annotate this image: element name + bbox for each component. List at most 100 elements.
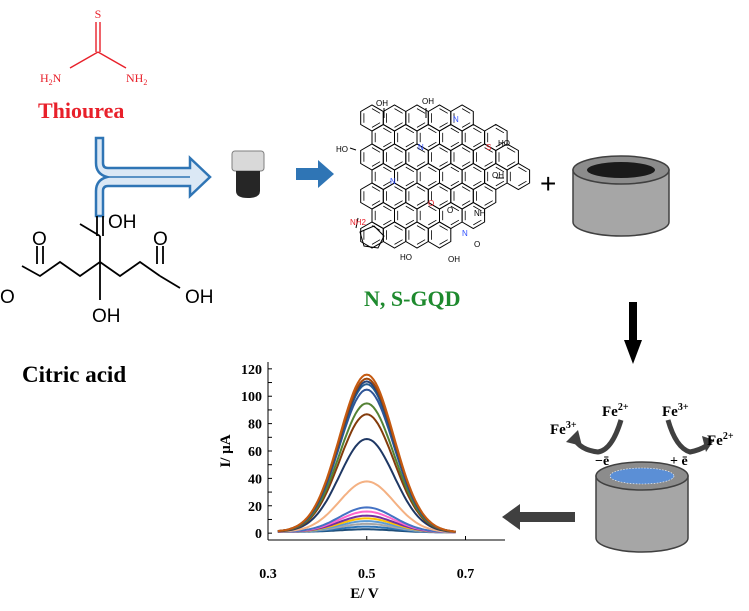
citric-acid-label: Citric acid	[22, 362, 127, 387]
thiourea-atom-h2n: H2N	[40, 71, 62, 87]
down-arrow	[624, 302, 642, 364]
gqd-double-bond	[518, 166, 527, 173]
gqd-ring	[461, 201, 486, 230]
gqd-bond	[349, 147, 357, 151]
gqd-double-bond	[428, 127, 437, 134]
fe3-left-label: Fe3+	[550, 420, 577, 438]
gqd-double-bond	[473, 219, 482, 226]
gqd-ring-lattice	[349, 104, 531, 249]
dpv-curve	[277, 413, 456, 533]
dpv-curve	[277, 373, 456, 533]
citric-group-oh-bottom: OH	[92, 306, 121, 327]
gqd-double-bond	[428, 141, 437, 148]
gqd-double-bond	[394, 161, 403, 167]
gqd-double-bond	[428, 219, 437, 226]
gqd-group-nh: NH	[474, 209, 486, 218]
gqd-double-bond	[484, 200, 493, 206]
gqd-double-bond	[461, 161, 471, 167]
gqd-group-nh2: NH2	[350, 218, 367, 227]
gqd-double-bond	[383, 180, 392, 187]
gqd-double-bond	[371, 239, 381, 245]
gqd-double-bond	[394, 147, 403, 153]
y-tick-label: 0	[255, 527, 262, 542]
y-tick-label: 20	[248, 500, 262, 515]
thiourea-atom-nh2: NH2	[126, 71, 147, 87]
gqd-atom-n-1: N	[453, 115, 459, 124]
gqd-group-oh-3: OH	[492, 171, 504, 180]
gqd-double-bond	[394, 122, 403, 128]
gqd-double-bond	[405, 141, 415, 148]
bare-electrode	[572, 155, 670, 237]
gqd-double-bond	[450, 127, 460, 134]
gqd-atom-n-3: N	[462, 229, 468, 238]
gqd-double-bond	[394, 225, 403, 231]
gqd-double-bond	[495, 141, 505, 148]
gqd-double-bond	[416, 122, 426, 128]
gqd-double-bond	[518, 180, 527, 187]
gqd-group-oh-1: OH	[376, 99, 388, 108]
gqd-double-bond	[495, 180, 505, 187]
gqd-double-bond	[416, 147, 426, 153]
gqd-double-bond	[383, 166, 392, 173]
gqd-double-bond	[394, 108, 403, 114]
gqd-double-bond	[461, 200, 471, 206]
gqd-double-bond	[394, 200, 403, 206]
gqd-ring	[427, 221, 452, 249]
gqd-double-bond	[484, 186, 493, 192]
reaction-vial	[231, 150, 265, 198]
citric-group-o-carbonyl-right: O	[153, 229, 168, 250]
x-tick-label: 0.5	[358, 567, 376, 582]
gqd-atom-s: S	[486, 143, 491, 152]
gqd-double-bond	[450, 219, 460, 226]
gqd-double-bond	[394, 239, 403, 245]
gqd-double-bond	[461, 186, 471, 192]
redox-cycle	[566, 419, 714, 455]
modified-electrode	[595, 461, 689, 553]
gqd-double-bond	[461, 122, 471, 128]
gqd-atom-o: O	[428, 199, 434, 208]
gqd-double-bond	[506, 147, 516, 153]
dpv-curve	[277, 383, 456, 533]
gqd-group-ho-2: HO	[498, 139, 510, 148]
thiourea-label: Thiourea	[38, 98, 125, 123]
dpv-curve	[277, 437, 456, 533]
dpv-curve	[277, 377, 456, 533]
fe2-left-label: Fe2+	[602, 402, 629, 420]
gqd-double-bond	[371, 108, 381, 114]
gqd-double-bond	[473, 166, 482, 173]
gqd-double-bond	[371, 186, 381, 192]
gqd-group-o-ring: O	[447, 206, 453, 215]
gqd-double-bond	[371, 200, 381, 206]
gqd-double-bond	[394, 186, 403, 192]
gqd-double-bond	[439, 147, 448, 153]
gqd-double-bond	[461, 108, 471, 114]
gqd-double-bond	[473, 180, 482, 187]
gqd-double-bond	[506, 161, 516, 167]
gqd-double-bond	[439, 239, 448, 245]
gqd-double-bond	[439, 108, 448, 114]
gqd-double-bond	[473, 205, 482, 212]
gqd-double-bond	[439, 200, 448, 206]
arrow-to-chart	[502, 504, 575, 530]
arrow-to-gqd	[296, 160, 334, 188]
gqd-group-oh-4: OH	[448, 255, 460, 264]
gqd-double-bond	[461, 147, 471, 153]
minus-electron-label: −ē	[595, 454, 609, 469]
gqd-double-bond	[450, 205, 460, 212]
dpv-curve	[277, 388, 456, 533]
gqd-double-bond	[405, 205, 415, 212]
gqd-double-bond	[428, 180, 437, 187]
gqd-double-bond	[428, 166, 437, 173]
gqd-double-bond	[450, 180, 460, 187]
gqd-double-bond	[371, 147, 381, 153]
citric-acid-structure: O OH O OH OH O	[0, 212, 214, 327]
gqd-double-bond	[405, 180, 415, 187]
citric-group-o-left: O	[0, 287, 15, 308]
x-tick-label: 0.7	[457, 567, 475, 582]
gqd-double-bond	[416, 161, 426, 167]
gqd-double-bond	[450, 166, 460, 173]
gqd-double-bond	[383, 205, 392, 212]
gqd-double-bond	[416, 200, 426, 206]
merge-arrow	[94, 136, 212, 218]
